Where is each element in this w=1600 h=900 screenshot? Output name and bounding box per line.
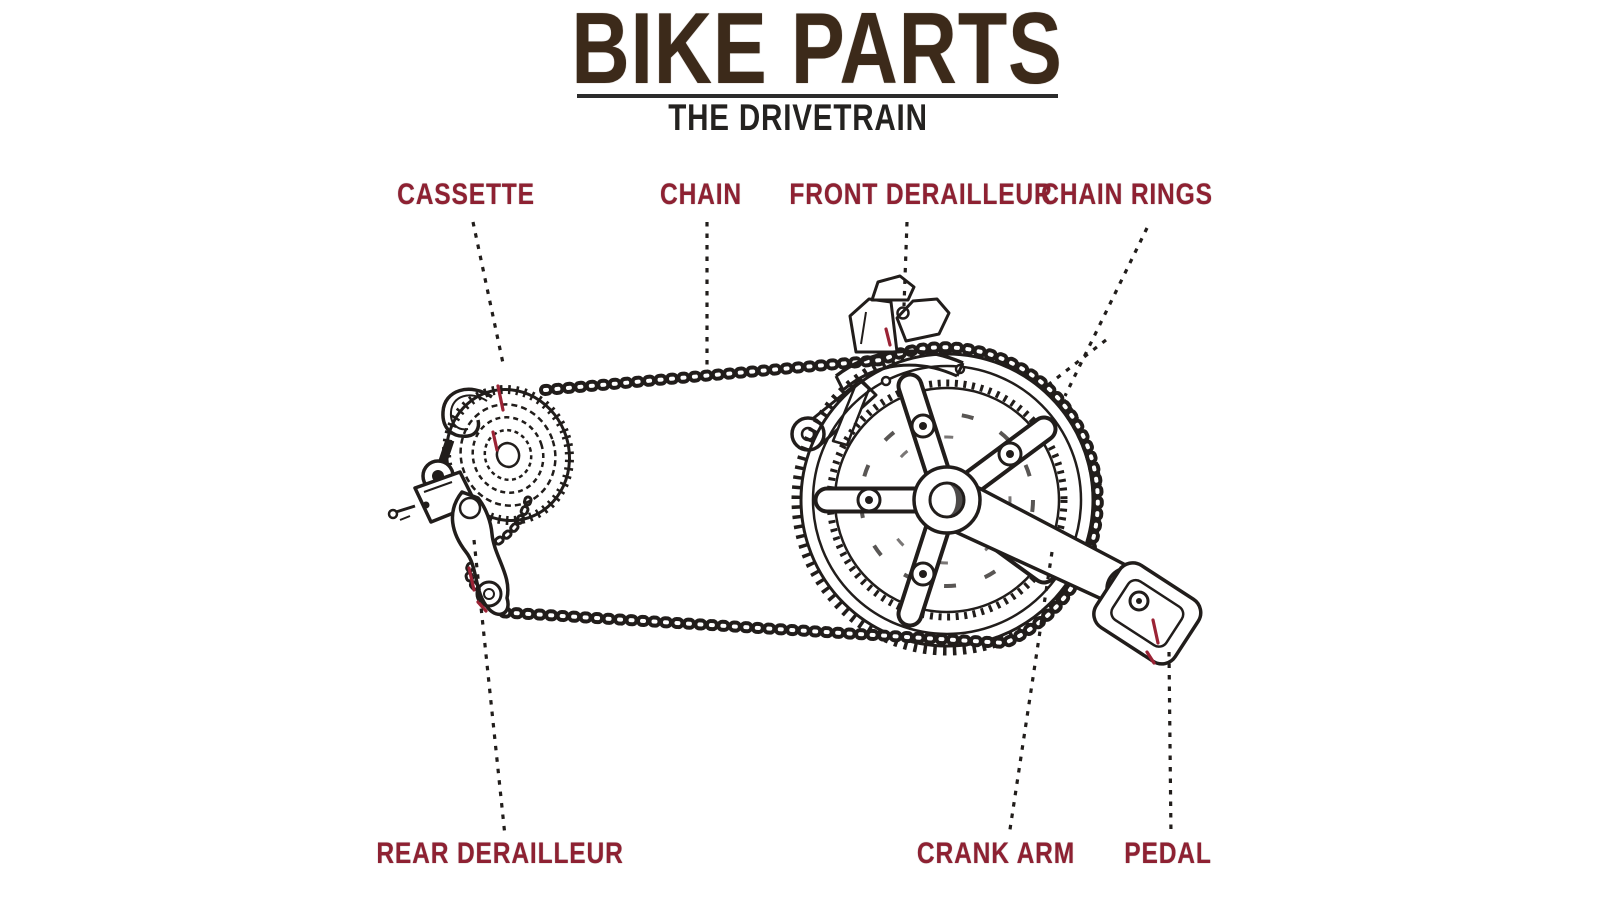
leader-front-derailleur [902, 221, 909, 307]
leader-rear-derailleur [472, 539, 507, 837]
leader-crank-arm [1007, 551, 1054, 837]
leader-lines [471, 221, 1173, 837]
leader-chain-rings-branch [1043, 338, 1107, 390]
page-subtitle: THE DRIVETRAIN [668, 97, 928, 138]
label-chain-rings: CHAIN RINGS [1041, 178, 1213, 211]
left-crank-illustration [790, 377, 878, 452]
title-underline [577, 94, 1058, 98]
rear-derailleur-illustration [387, 387, 510, 617]
leader-cassette [471, 221, 506, 369]
front-derailleur-illustration [834, 274, 965, 392]
label-chain: CHAIN [660, 178, 742, 211]
pedal-illustration [1092, 561, 1203, 666]
page-title: BIKE PARTS [571, 0, 1063, 105]
label-cassette: CASSETTE [397, 178, 535, 211]
cassette-illustration [442, 384, 574, 526]
leader-pedal [1167, 651, 1173, 837]
label-pedal: PEDAL [1124, 837, 1212, 870]
leader-chain-rings [1063, 227, 1149, 397]
label-rear-derailleur: REAR DERAILLEUR [376, 837, 624, 870]
label-front-derailleur: FRONT DERAILLEUR [789, 178, 1053, 211]
label-crank-arm: CRANK ARM [916, 837, 1076, 870]
